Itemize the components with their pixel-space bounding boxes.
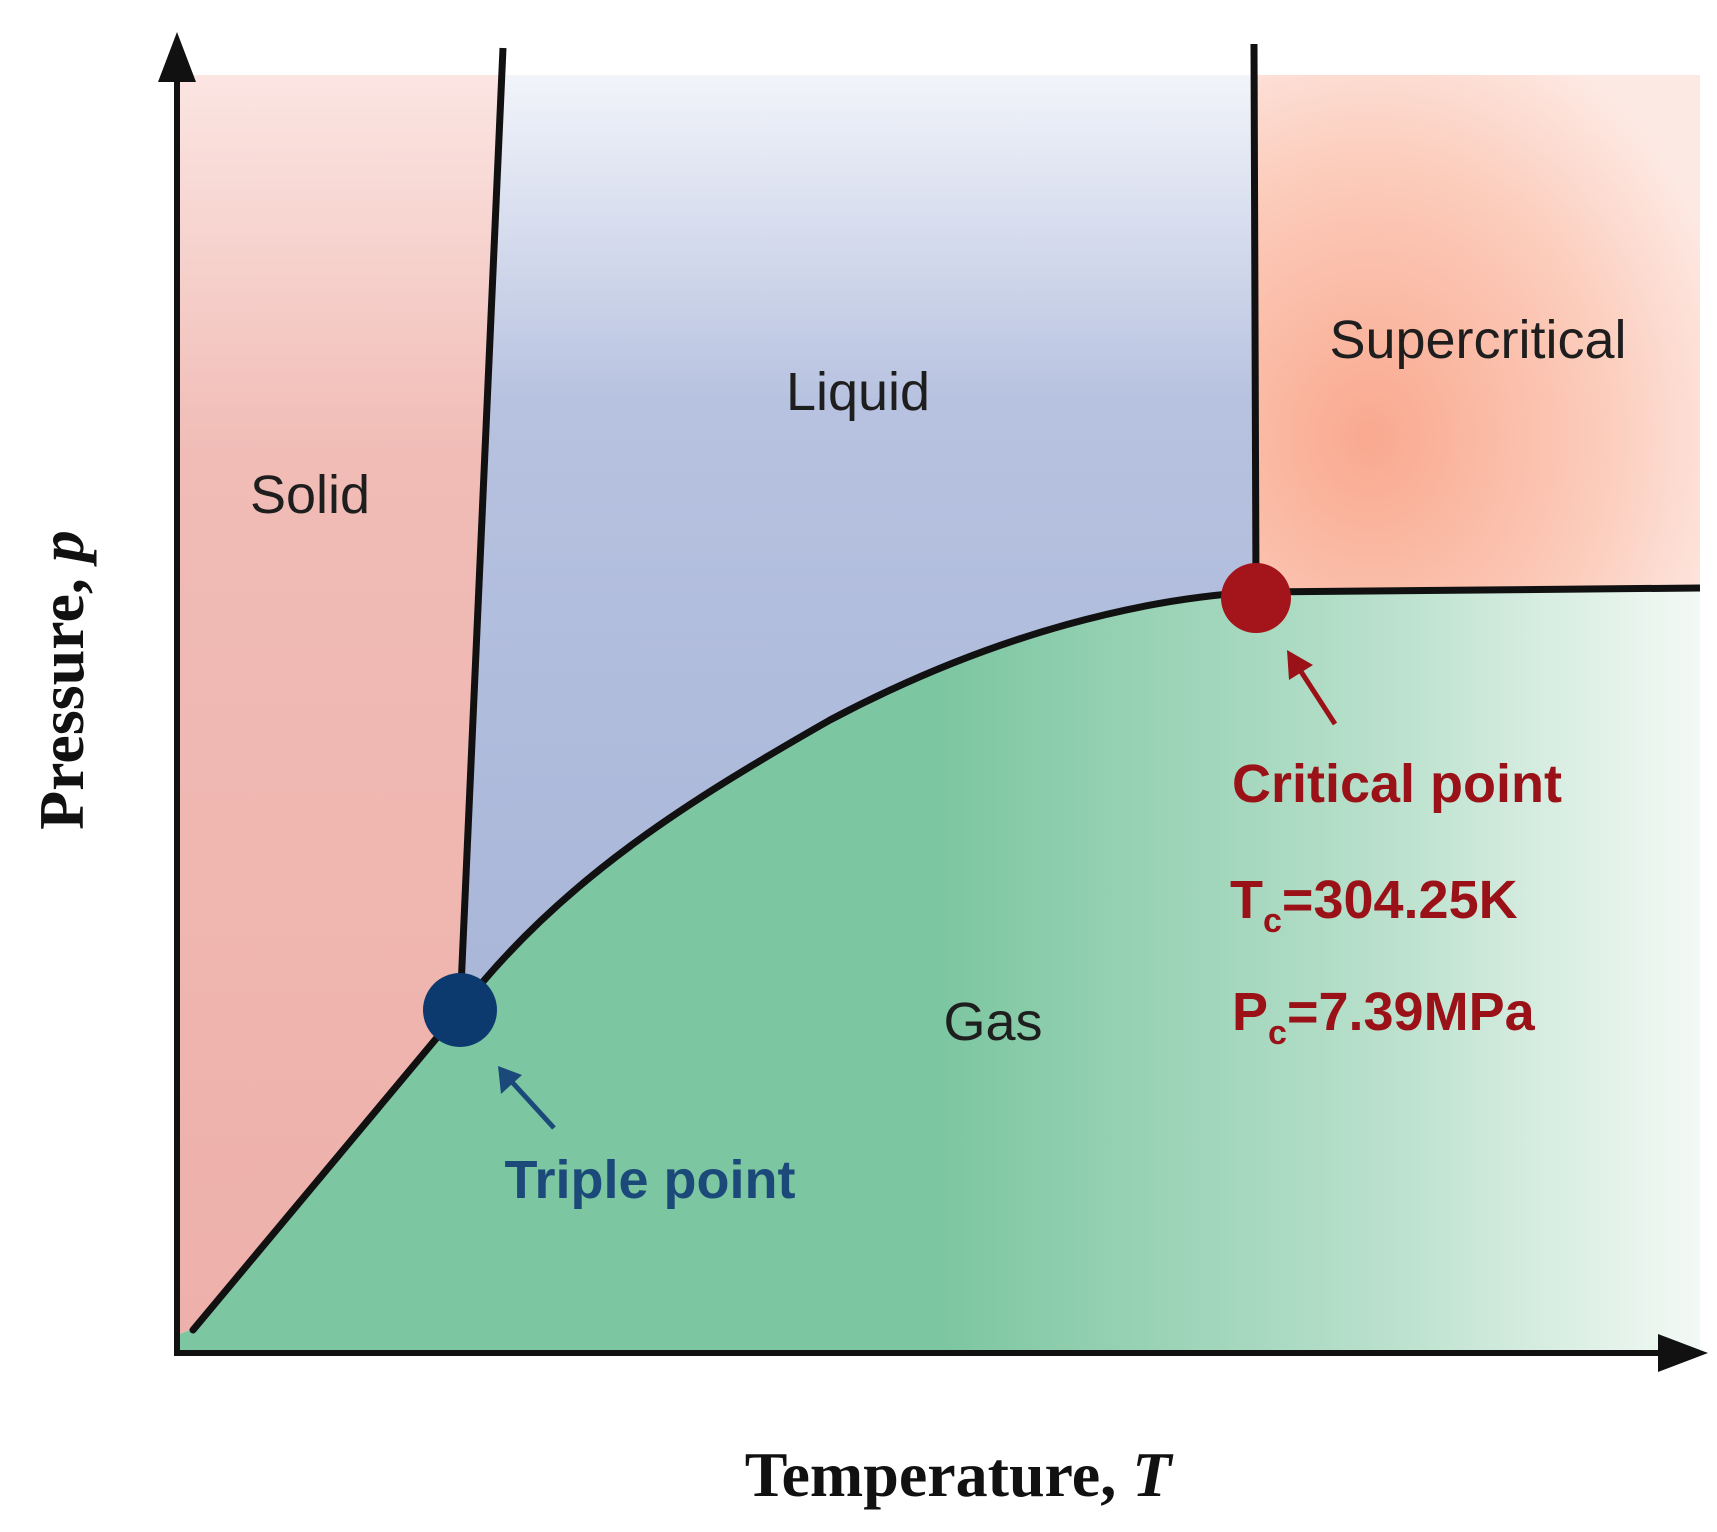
pc-symbol: P	[1232, 982, 1268, 1042]
tc-symbol: T	[1230, 870, 1263, 930]
triple-point-arrowhead	[498, 1066, 522, 1094]
critical-point-marker	[1221, 563, 1291, 633]
pc-value: =7.39MPa	[1287, 982, 1536, 1042]
gas-label: Gas	[943, 992, 1042, 1052]
liquid-region	[460, 75, 1256, 1010]
melting-curve	[456, 47, 507, 1011]
triple-point-marker	[423, 973, 497, 1047]
y-axis-arrowhead	[158, 32, 196, 82]
critical-pressure-label: Pc=7.39MPa	[1232, 982, 1536, 1052]
supercritical-region	[1254, 75, 1700, 592]
solid-region	[177, 75, 503, 1335]
x-axis-title: Temperature, T	[745, 1439, 1175, 1510]
gas-region	[177, 588, 1700, 1350]
sublimation-curve	[189, 1006, 464, 1334]
liquid-label: Liquid	[786, 362, 930, 422]
x-axis-arrowhead	[1658, 1334, 1708, 1372]
vaporization-curve	[457, 588, 1257, 1013]
solid-label: Solid	[250, 465, 370, 525]
pc-subscript: c	[1268, 1014, 1287, 1052]
supercritical-vertical-boundary	[1250, 43, 1260, 593]
triple-point-label: Triple point	[505, 1150, 796, 1210]
x-axis-title-text: Temperature,	[745, 1439, 1117, 1510]
critical-point-arrowhead	[1287, 650, 1313, 680]
supercritical-horizontal-boundary	[1255, 584, 1701, 596]
tc-value: =304.25K	[1282, 870, 1518, 930]
supercritical-label: Supercritical	[1329, 310, 1626, 370]
y-axis-title-text: Pressure,	[26, 578, 97, 830]
critical-temperature-label: Tc=304.25K	[1230, 870, 1518, 940]
y-axis-variable: p	[26, 530, 97, 567]
critical-point-arrow-shaft	[1297, 668, 1338, 726]
x-axis-variable: T	[1132, 1439, 1174, 1510]
triple-point-arrow-shaft	[510, 1080, 556, 1130]
y-axis-title: Pressure, p	[26, 530, 97, 830]
tc-subscript: c	[1263, 902, 1282, 940]
critical-point-label: Critical point	[1232, 754, 1562, 814]
